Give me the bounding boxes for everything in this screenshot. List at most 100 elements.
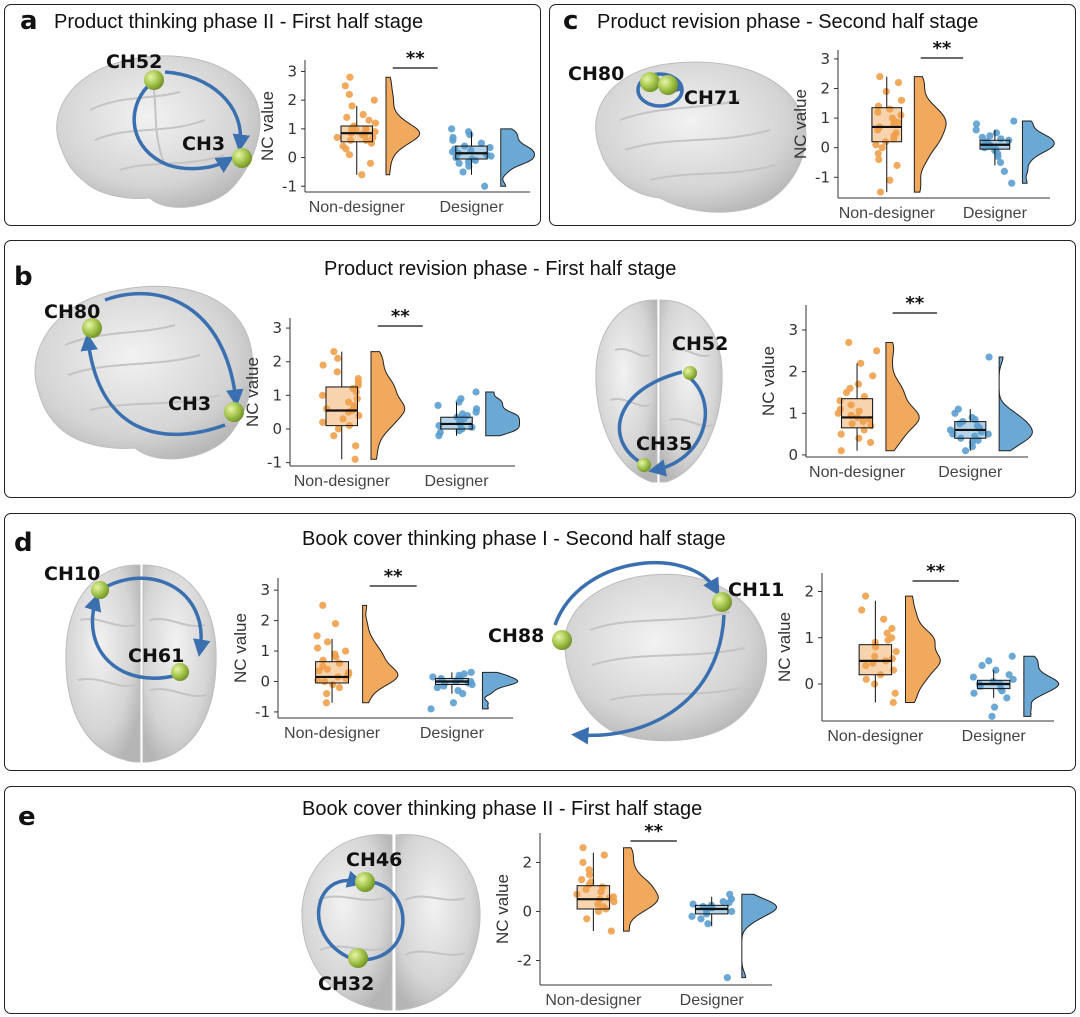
data-point-a [371,119,380,127]
data-point-d2 [862,661,870,670]
y-axis-label-e: NC value [493,874,512,944]
x-category-label-d1: Designer [420,725,485,742]
data-point-b2 [961,447,970,455]
y-tick-label-e: 2 [522,853,532,871]
y-tick-label-c: 3 [820,50,830,68]
x-category-label-d1: Non-designer [284,725,381,742]
data-point-c [886,176,894,184]
data-point-b2 [984,430,992,438]
data-point-d2 [888,624,896,633]
x-category-label-c: Designer [963,205,1028,222]
brain-b-left: CH80 CH3 [34,285,254,460]
brain-a: CH52 CH3 [56,51,261,208]
y-axis-label-b2: NC value [759,346,778,416]
data-point-b2 [834,409,842,417]
data-point-d2 [871,643,880,651]
data-point-c [994,152,1002,161]
label-ch3-b: CH3 [168,393,211,415]
data-point-c [1000,167,1008,175]
data-point-b2 [951,409,959,417]
data-point-a [477,139,486,147]
data-point-a [464,158,473,166]
density-d1 [362,604,399,704]
data-point-e [697,915,705,923]
data-point-c [890,135,898,143]
y-tick-label-b1: 2 [272,353,282,371]
data-point-a [341,82,349,90]
data-point-c [876,73,884,81]
data-point-d1 [342,647,350,655]
data-point-e [719,898,727,906]
data-point-d2 [970,689,978,697]
data-point-c [894,118,902,127]
node-ch46-e [355,872,375,892]
data-point-b1 [434,401,442,410]
node-ch61-d [171,663,189,681]
data-point-d1 [323,665,331,673]
y-tick-label-a: 0 [287,149,297,167]
density-a [385,76,421,176]
y-tick-label-d2: 1 [804,629,814,647]
panel-title-b: Product revision phase - First half stag… [324,258,677,280]
y-tick-label-b2: 2 [788,363,798,381]
data-point-c [872,141,880,149]
data-point-b1 [344,398,353,406]
data-point-e [728,907,736,916]
label-ch52-b: CH52 [672,333,728,355]
data-point-e [597,888,605,896]
data-point-e [600,851,608,859]
data-point-c [986,132,994,140]
label-ch11-d: CH11 [728,579,784,601]
y-tick-label-c: 1 [820,109,830,127]
iqr-box-b1 [325,386,358,427]
data-point-c [1008,179,1016,187]
data-point-d2 [988,712,996,720]
panel-letter-a: a [20,6,38,36]
y-tick-label-a: 3 [287,62,297,80]
data-point-c [992,129,1001,137]
data-point-e [582,885,590,893]
y-axis-label-a: NC value [258,91,277,161]
data-point-a [345,151,354,159]
data-point-a [346,73,354,81]
data-point-b2 [855,407,863,415]
data-point-a [370,96,378,104]
data-point-d1 [313,644,322,652]
data-point-b1 [350,403,358,411]
node-ch3-a [232,148,252,168]
data-point-b2 [857,359,865,367]
data-point-e [579,844,587,852]
data-point-c [894,78,903,87]
data-point-b1 [352,442,360,450]
density-d1 [481,671,519,710]
significance-label-c: ** [932,38,951,59]
data-point-c [882,87,890,96]
x-category-label-b2: Designer [938,464,1003,481]
x-category-label-e: Designer [680,992,745,1009]
significance-label-d2: ** [926,561,945,582]
data-point-b2 [854,380,862,388]
data-point-b1 [354,378,362,386]
data-point-a [345,90,353,99]
node-ch52-a [144,70,164,90]
panel-letter-c: c [563,6,579,36]
data-point-e [723,974,731,982]
label-ch61-d: CH61 [128,645,184,667]
label-ch80-c: CH80 [568,63,624,85]
data-point-c [897,111,905,119]
data-point-a [448,148,457,156]
data-point-b1 [334,425,343,433]
data-point-e [607,927,615,935]
data-point-a [359,110,367,119]
data-point-b2 [985,353,993,361]
node-ch88-d [552,630,572,650]
data-point-a [342,145,350,153]
data-point-b1 [330,432,338,440]
iqr-box-c [871,107,903,143]
y-tick-label-b1: -1 [267,454,282,472]
data-point-b1 [330,348,338,356]
label-ch35-b: CH35 [636,433,692,455]
data-point-e [704,920,712,928]
data-point-d2 [862,675,870,683]
density-d2 [1023,655,1060,717]
